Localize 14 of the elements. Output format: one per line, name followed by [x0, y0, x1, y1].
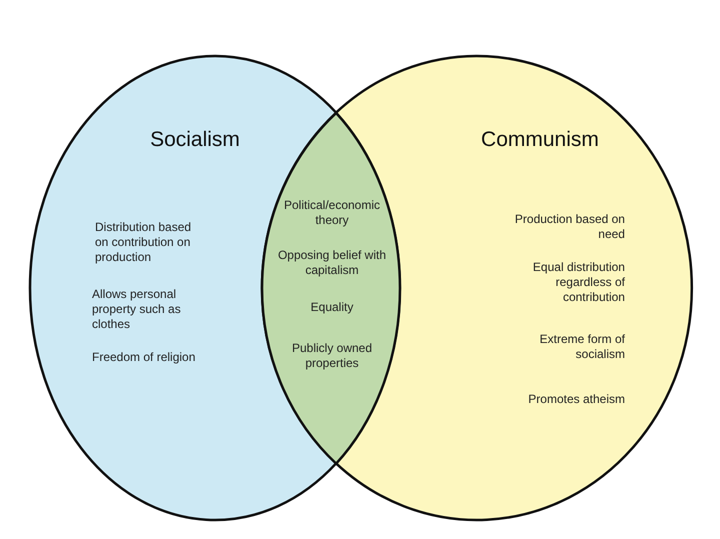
item-text: Equal distribution regardless of contribution: [532, 260, 625, 305]
item-text: Publicly owned properties: [290, 340, 374, 371]
circle-heading: Communism: [480, 128, 600, 152]
item-text: Production based on need: [514, 212, 625, 242]
overlap-region: [262, 112, 400, 464]
item-text: Opposing belief with capitalism: [276, 248, 388, 278]
item-text: Equality: [310, 300, 354, 315]
item-text: Political/economic theory: [282, 198, 382, 228]
circle-heading: Socialism: [149, 128, 241, 152]
item-text: Allows personal property such as clothes: [92, 287, 182, 332]
item-text: Distribution based on contribution on production: [95, 220, 192, 265]
item-text: Promotes atheism: [527, 392, 625, 407]
item-text: Freedom of religion: [92, 350, 196, 365]
item-text: Extreme form of socialism: [538, 332, 625, 362]
